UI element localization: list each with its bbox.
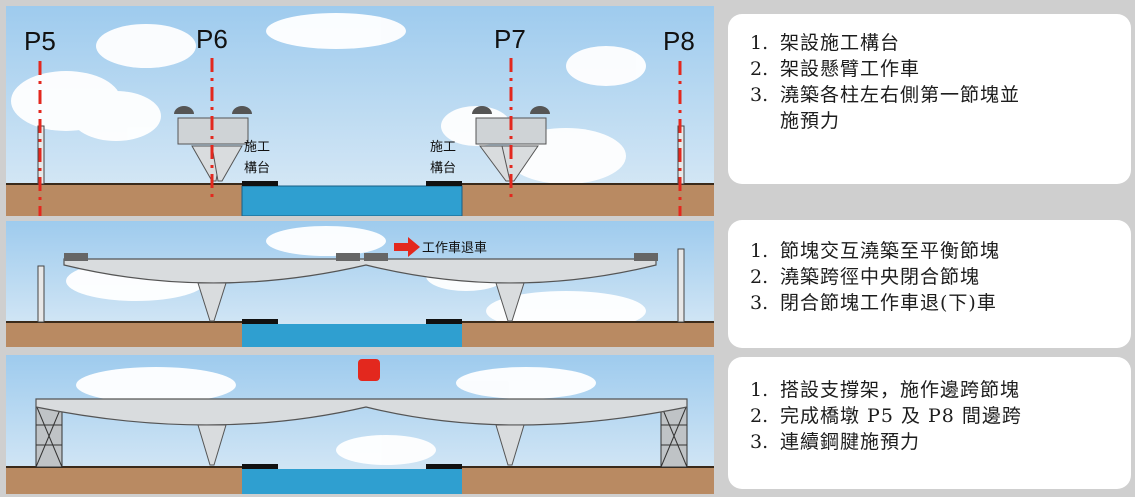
pier-p6 — [174, 106, 252, 182]
stage-3-steps: 1.搭設支撐架，施作邊跨節塊 2.完成橋墩 P5 及 P8 間邊跨 3.連續鋼腱… — [728, 357, 1131, 489]
pier-label-p5: P5 — [24, 26, 56, 56]
step-item: 1.節塊交互澆築至平衡節塊 — [750, 240, 1001, 262]
ground-right — [462, 184, 714, 216]
pier-label-p6: P6 — [196, 24, 228, 54]
step-item: 2.架設懸臂工作車 — [750, 58, 921, 80]
pier-label-p8: P8 — [663, 26, 695, 56]
continuous-girder — [35, 398, 688, 426]
step-item: 3.澆築各柱左右側第一節塊並 — [750, 84, 1021, 106]
stage-1-diagram: P5 P6 P7 P8 施工 構台 施工 構台 — [6, 6, 714, 216]
step-item: 1.搭設支撐架，施作邊跨節塊 — [750, 379, 1021, 401]
step-item: 3.連續鋼腱施預力 — [750, 431, 921, 453]
red-marker — [358, 359, 380, 381]
ground-left — [6, 184, 242, 216]
step-item: 2.完成橋墩 P5 及 P8 間邊跨 — [750, 405, 1022, 427]
stage-1-steps: 1.架設施工構台 2.架設懸臂工作車 3.澆築各柱左右側第一節塊並 施預力 — [728, 14, 1131, 184]
step-item: 2.澆築跨徑中央閉合節塊 — [750, 266, 981, 288]
retreat-arrow — [394, 237, 420, 257]
platform-label-right-2: 構台 — [430, 161, 456, 176]
retreat-label: 工作車退車 — [422, 241, 487, 256]
stage-2-steps: 1.節塊交互澆築至平衡節塊 2.澆築跨徑中央閉合節塊 3.閉合節塊工作車退(下)… — [728, 220, 1131, 348]
platform-left — [242, 181, 278, 186]
stage-3-diagram — [6, 355, 714, 494]
river — [242, 186, 462, 216]
platform-label-left-1: 施工 — [244, 140, 270, 155]
platform-label-right-1: 施工 — [430, 140, 456, 155]
pier-label-p7: P7 — [494, 24, 526, 54]
step-item: 1.架設施工構台 — [750, 32, 901, 54]
step-item: 3.閉合節塊工作車退(下)車 — [750, 292, 997, 314]
girder — [63, 258, 657, 284]
platform-label-left-2: 構台 — [244, 161, 270, 176]
step-item: 施預力 — [780, 110, 841, 132]
stage-2-diagram: 工作車退車 — [6, 221, 714, 347]
platform-right — [426, 181, 462, 186]
